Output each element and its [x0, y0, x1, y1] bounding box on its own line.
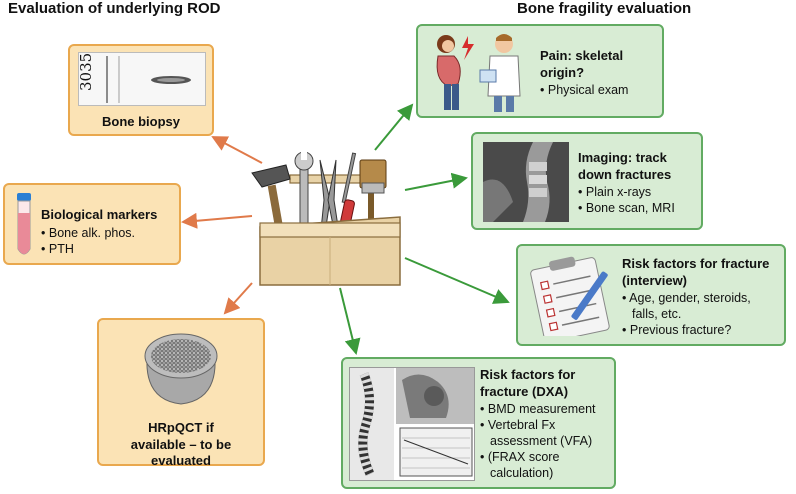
list-item: Age, gender, steroids, falls, etc.	[622, 290, 776, 322]
list-item: Bone alk. phos.	[41, 225, 171, 241]
pain-list: Physical exam	[540, 82, 654, 98]
imaging-title: Imaging: track down fractures	[578, 150, 672, 182]
hrpqct-bone-icon	[137, 328, 225, 408]
right-heading: Bone fragility evaluation	[517, 0, 692, 17]
bone-biopsy-title: Bone biopsy	[101, 114, 180, 129]
list-item: PTH	[41, 241, 171, 257]
toolbox-icon	[250, 145, 410, 290]
arrow-to-dxa	[339, 287, 361, 355]
arrow-to-biopsy	[211, 136, 263, 164]
brush-icon	[359, 159, 387, 233]
biological-markers-list: Bone alk. phos. PTH	[41, 225, 171, 257]
arrow-to-hrpqct	[223, 282, 253, 315]
interview-box: Risk factors for fracture (interview) Ag…	[516, 244, 786, 346]
list-item: Vertebral Fx assessment (VFA)	[480, 417, 606, 449]
dxa-scan-icon	[349, 367, 475, 481]
list-item: Physical exam	[540, 82, 654, 98]
biopsy-slide-icon: 3035	[77, 52, 206, 106]
biological-markers-title: Biological markers	[41, 207, 158, 222]
arrow-to-imaging	[404, 172, 468, 191]
test-tube-icon	[13, 191, 35, 261]
list-item: Plain x-rays	[578, 184, 693, 200]
clipboard-icon	[528, 254, 620, 343]
arrow-to-markers	[181, 212, 253, 229]
dxa-title: Risk factors for fracture (DXA)	[480, 367, 576, 399]
pain-title: Pain: skeletal origin?	[540, 48, 624, 80]
list-item: BMD measurement	[480, 401, 606, 417]
arrow-to-pain	[374, 103, 414, 151]
hrpqct-box: HRpQCT if available – to be evaluated	[97, 318, 265, 468]
arrow-to-interview	[404, 257, 510, 304]
hrpqct-title: HRpQCT if available – to be evaluated	[130, 420, 232, 469]
list-item: Bone scan, MRI	[578, 200, 693, 216]
list-item: (FRAX score calculation)	[480, 449, 606, 481]
biopsy-sample-label: 3035	[79, 53, 95, 91]
interview-list: Age, gender, steroids, falls, etc. Previ…	[622, 290, 776, 338]
bone-biopsy-box: 3035 Bone biopsy	[68, 44, 214, 136]
left-heading: Evaluation of underlying ROD	[8, 0, 221, 17]
imaging-box: Imaging: track down fractures Plain x-ra…	[471, 132, 703, 230]
interview-title: Risk factors for fracture (interview)	[622, 256, 770, 288]
dxa-list: BMD measurement Vertebral Fx assessment …	[480, 401, 606, 481]
list-item: Previous fracture?	[622, 322, 776, 338]
dxa-box: Risk factors for fracture (DXA) BMD meas…	[341, 357, 616, 489]
xray-icon	[483, 142, 569, 222]
pain-box: Pain: skeletal origin? Physical exam	[416, 24, 664, 118]
biological-markers-box: Biological markers Bone alk. phos. PTH	[3, 183, 181, 265]
doctor-patient-icon	[424, 30, 536, 114]
imaging-list: Plain x-rays Bone scan, MRI	[578, 184, 693, 216]
